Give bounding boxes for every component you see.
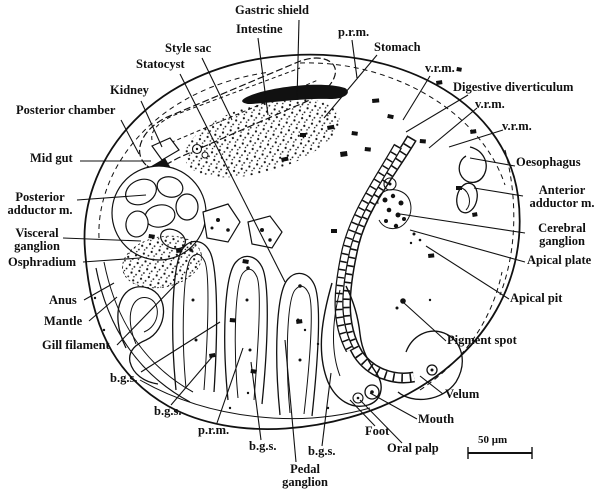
- label-visceral-ganglion: Visceral ganglion: [14, 226, 60, 254]
- scan-marks: [93, 66, 478, 410]
- shell-outline: [83, 53, 521, 430]
- label-prm-bottom: p.r.m.: [198, 423, 230, 437]
- label-pedal-ganglion: Pedal ganglion: [282, 462, 328, 490]
- label-pigment-spot: Pigment spot: [447, 333, 517, 347]
- label-posterior-chamber: Posterior chamber: [16, 103, 116, 117]
- label-apical-plate: Apical plate: [527, 253, 592, 267]
- label-oral-palp: Oral palp: [387, 441, 439, 455]
- oesophagus-shape: [456, 146, 487, 214]
- velum-dot: [430, 368, 434, 372]
- velum-band: [334, 135, 417, 384]
- label-mid-gut: Mid gut: [30, 151, 73, 165]
- intestine-shape: [242, 84, 348, 104]
- label-oesophagus: Oesophagus: [516, 155, 581, 169]
- label-style-sac: Style sac: [165, 41, 212, 55]
- cerebral-ganglion-shape: [377, 177, 412, 229]
- label-cerebral-ganglion: Cerebral ganglion: [538, 221, 586, 249]
- label-gill-filament: Gill filament: [42, 338, 110, 352]
- label-vrm-1: v.r.m.: [425, 61, 455, 75]
- label-bgs-right: b.g.s.: [308, 444, 336, 458]
- label-statocyst: Statocyst: [136, 57, 185, 71]
- label-stomach: Stomach: [374, 40, 421, 54]
- gill-dots: [189, 248, 302, 362]
- label-anus: Anus: [49, 293, 77, 307]
- pigment-spot-shape: [395, 298, 406, 310]
- label-bgs-mid: b.g.s.: [249, 439, 277, 453]
- label-foot: Foot: [365, 424, 390, 438]
- label-bgs-far-left: b.g.s.: [110, 371, 138, 385]
- scale-bar-label: 50 μm: [478, 434, 508, 446]
- scale-bar: [467, 447, 533, 459]
- label-vrm-2: v.r.m.: [475, 97, 505, 111]
- label-vrm-3: v.r.m.: [502, 119, 532, 133]
- leader-lines: [62, 19, 526, 463]
- label-anterior-adductor: Anterior adductor m.: [529, 183, 595, 211]
- velum-lobe: [397, 330, 463, 401]
- cell-nuclei: [210, 218, 272, 242]
- label-digestive-diverticulum: Digestive diverticulum: [453, 80, 574, 94]
- label-intestine: Intestine: [236, 22, 283, 36]
- label-mantle: Mantle: [44, 314, 83, 328]
- label-bgs-left: b.g.s.: [154, 404, 182, 418]
- label-velum: Velum: [445, 387, 480, 401]
- label-apical-pit: Apical pit: [510, 291, 563, 305]
- label-posterior-adductor: Posterior adductor m.: [7, 190, 73, 218]
- apical-dots: [409, 232, 422, 245]
- label-mouth: Mouth: [418, 412, 455, 426]
- stomach-shape: [184, 98, 340, 178]
- label-prm-top: p.r.m.: [338, 25, 370, 39]
- label-kidney: Kidney: [110, 83, 149, 97]
- mouth-dot: [370, 390, 374, 394]
- label-gastric-shield: Gastric shield: [235, 3, 309, 17]
- visceral-cells: [202, 203, 283, 249]
- palp-dot: [356, 396, 360, 400]
- foot-shape: [320, 282, 382, 407]
- label-osphradium: Osphradium: [8, 255, 77, 269]
